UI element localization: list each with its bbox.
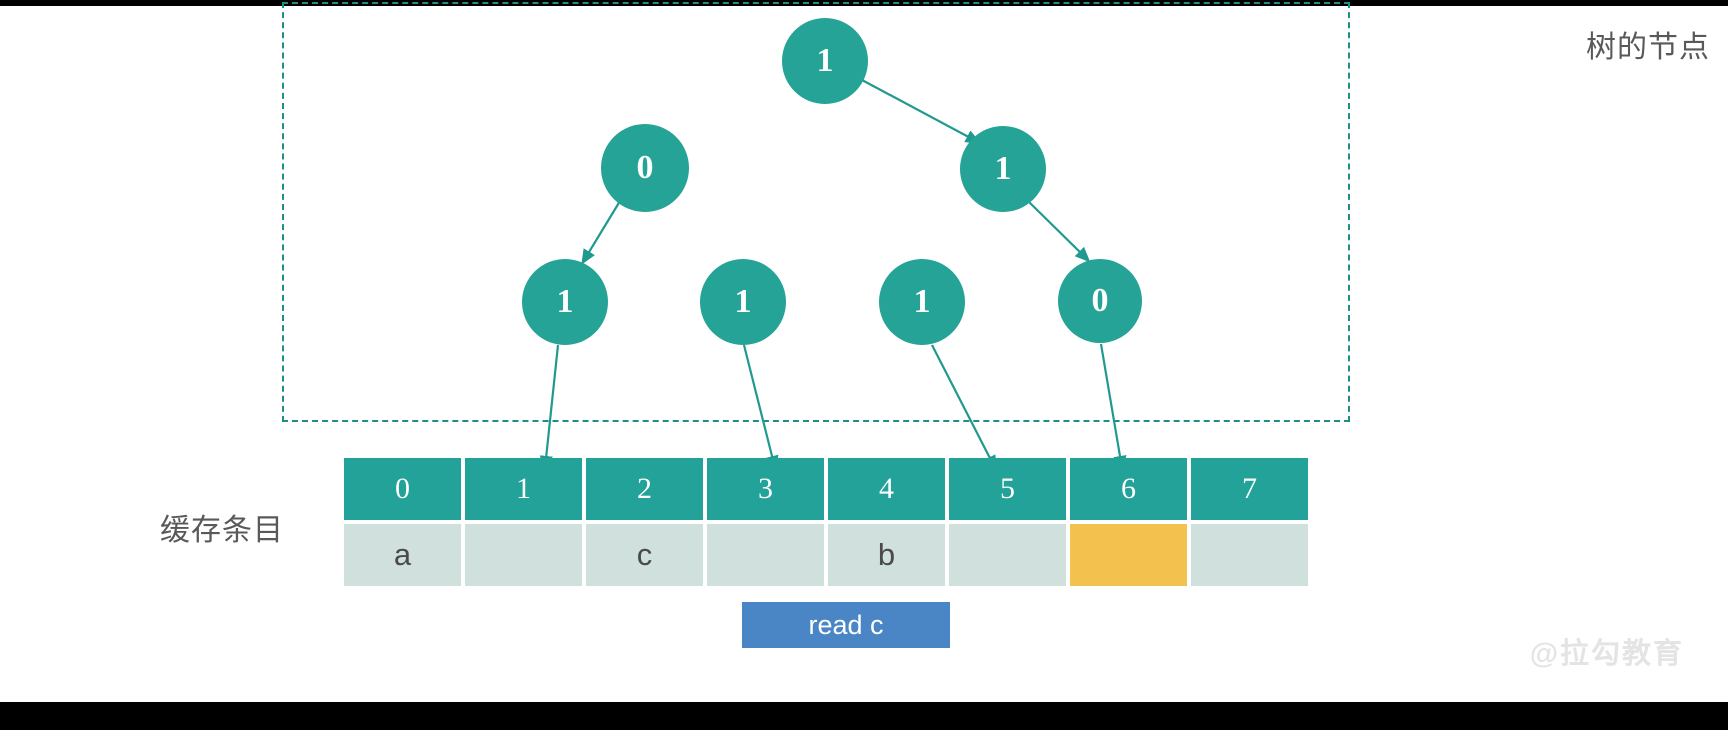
tree-node-label: 0 bbox=[1091, 282, 1109, 319]
read-c-button[interactable]: read c bbox=[742, 602, 950, 648]
cache-index-cell-4[interactable]: 4 bbox=[828, 458, 945, 520]
cache-value-cell-2[interactable]: c bbox=[586, 524, 703, 586]
tree-node-label: 1 bbox=[994, 150, 1012, 187]
tree-node-label: 1 bbox=[913, 283, 931, 320]
cache-value-cell-3[interactable] bbox=[707, 524, 824, 586]
tree-node-root: 1 bbox=[782, 18, 868, 104]
tree-node-label: 1 bbox=[816, 42, 834, 79]
cache-index-cell-7[interactable]: 7 bbox=[1191, 458, 1308, 520]
tree-node-leaf0: 1 bbox=[522, 259, 608, 345]
cache-value-cell-7[interactable] bbox=[1191, 524, 1308, 586]
cache-value-cell-0[interactable]: a bbox=[344, 524, 461, 586]
cache-index-cell-0[interactable]: 0 bbox=[344, 458, 461, 520]
cache-index-cell-6[interactable]: 6 bbox=[1070, 458, 1187, 520]
tree-node-r1: 1 bbox=[960, 126, 1046, 212]
cache-index-cell-3[interactable]: 3 bbox=[707, 458, 824, 520]
cache-value-cell-6[interactable] bbox=[1070, 524, 1187, 586]
cache-entries-label: 缓存条目 bbox=[160, 514, 284, 547]
tree-node-leaf3: 0 bbox=[1058, 259, 1142, 343]
tree-node-l1: 0 bbox=[601, 124, 689, 212]
cache-value-cell-1[interactable] bbox=[465, 524, 582, 586]
cache-index-cell-5[interactable]: 5 bbox=[949, 458, 1066, 520]
tree-node-label: 1 bbox=[734, 283, 752, 320]
tree-node-label: 0 bbox=[636, 149, 654, 186]
tree-node-leaf2: 1 bbox=[879, 259, 965, 345]
letterbox-bottom bbox=[0, 702, 1728, 730]
cache-index-cell-1[interactable]: 1 bbox=[465, 458, 582, 520]
watermark: @拉勾教育 bbox=[1529, 638, 1684, 670]
cache-index-cell-2[interactable]: 2 bbox=[586, 458, 703, 520]
cache-value-cell-5[interactable] bbox=[949, 524, 1066, 586]
tree-region-box bbox=[282, 2, 1350, 422]
cache-value-cell-4[interactable]: b bbox=[828, 524, 945, 586]
tree-node-leaf1: 1 bbox=[700, 259, 786, 345]
tree-node-label: 1 bbox=[556, 283, 574, 320]
tree-region-label: 树的节点 bbox=[1586, 31, 1710, 64]
